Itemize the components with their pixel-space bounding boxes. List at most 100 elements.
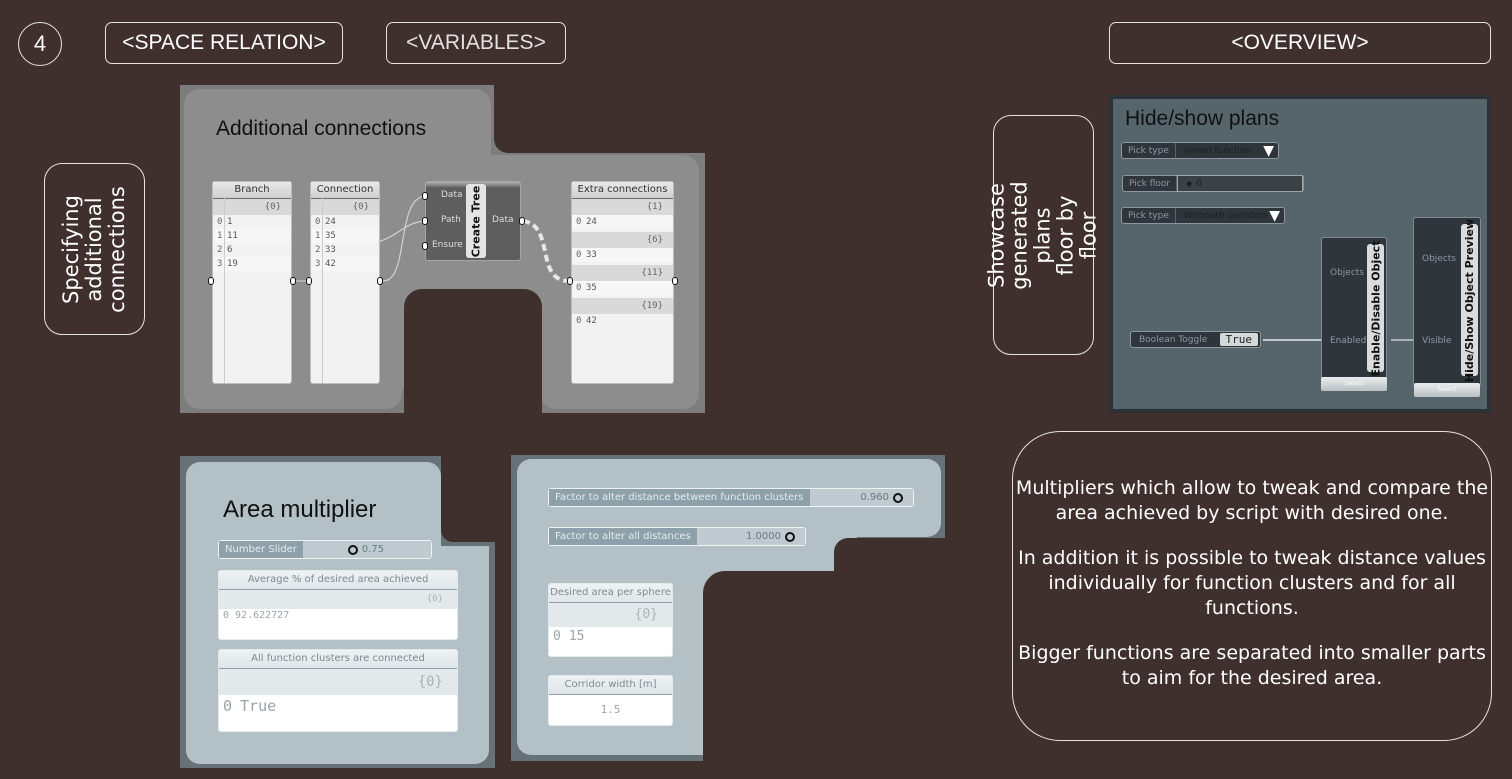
tab-overview[interactable]: <OVERVIEW> [1109, 22, 1491, 64]
dropdown-value: Joined function [1183, 145, 1252, 156]
input-visible-label: Visible [1422, 336, 1452, 346]
panel-header: All function clusters are connected [219, 650, 457, 669]
component-name-bar: Enable/Disable Object [1367, 240, 1384, 376]
input-enabled-label: Enabled [1330, 336, 1367, 346]
slider-knob[interactable] [347, 544, 358, 555]
dropdown-label: Pick type [1122, 208, 1176, 223]
group-title: Area multiplier [223, 496, 377, 523]
branch-path: {0} [219, 590, 457, 609]
slider-label: Pick floor [1123, 176, 1178, 191]
all-distances-slider[interactable]: Factor to alter all distances 1.0000 [548, 527, 806, 546]
number-slider[interactable]: Number Slider 0.75 [218, 540, 432, 559]
hide-show-preview-component[interactable]: Hide/Show Object Preview Objects Visible [1413, 217, 1481, 387]
group-title: Additional connections [216, 117, 427, 140]
pick-floor-slider[interactable]: Pick floor ◆0 [1122, 175, 1304, 192]
description-paragraph: Bigger functions are separated into smal… [1018, 642, 1486, 689]
input-objects-label: Objects [1422, 254, 1457, 264]
slider-track[interactable]: 0.75 [302, 541, 431, 558]
branch-path: {1} [572, 199, 673, 215]
panel-header: Extra connections [572, 182, 673, 199]
pick-type-dropdown-2[interactable]: Pick type Withouth corridors ▼ [1121, 207, 1285, 224]
branch-path: {6} [572, 232, 673, 248]
select-button[interactable]: Select [1321, 377, 1387, 391]
chevron-down-icon: ▼ [1263, 142, 1274, 159]
panel-value: 1.5 [600, 703, 621, 716]
dropdown-label: Pick type [1122, 143, 1176, 158]
panel-header: Corridor width [m] [549, 676, 672, 695]
output-grip[interactable] [377, 277, 383, 285]
description-box: Multipliers which allow to tweak and com… [1012, 431, 1492, 741]
corridor-width-panel[interactable]: Corridor width [m] 1.5 [548, 675, 673, 726]
slider-label: Number Slider [219, 541, 303, 558]
create-tree-component[interactable]: Create Tree Data Path Ensure Data [425, 181, 521, 261]
average-area-panel[interactable]: Average % of desired area achieved {0} 0… [218, 570, 458, 640]
area-multiplier-canvas: Area multiplier Number Slider 0.75 Avera… [180, 456, 495, 768]
hide-show-canvas: Hide/show plans Pick type Joined functio… [1109, 95, 1491, 413]
description-paragraph: Multipliers which allow to tweak and com… [1015, 477, 1489, 524]
dropdown-value: Withouth corridors [1183, 210, 1268, 221]
input-ensure-label: Ensure [432, 240, 463, 250]
side-label-plans: Showcase generated plans floor by floor [985, 115, 1101, 355]
divider [322, 198, 323, 383]
slider-track[interactable]: 0.960 [809, 489, 913, 506]
tab-variables[interactable]: <VARIABLES> [386, 22, 566, 64]
group-title: Hide/show plans [1125, 107, 1280, 130]
input-path-label: Path [441, 215, 461, 225]
output-data-label: Data [492, 215, 514, 225]
enable-disable-component[interactable]: Enable/Disable Object Objects Enabled [1321, 237, 1387, 383]
branch-path: {0} [311, 199, 379, 215]
cluster-distance-slider[interactable]: Factor to alter distance between functio… [548, 488, 914, 507]
branch-path: {0} [549, 603, 672, 627]
branch-path: {19} [572, 298, 673, 314]
output-grip[interactable] [290, 277, 296, 285]
clusters-connected-panel[interactable]: All function clusters are connected {0} … [218, 649, 458, 732]
slider-track[interactable]: 1.0000 [696, 528, 805, 545]
pick-type-dropdown-1[interactable]: Pick type Joined function ▼ [1121, 142, 1279, 159]
input-grip-data[interactable] [422, 192, 428, 200]
panel-header: Branch [213, 182, 291, 199]
slider-knob[interactable] [785, 531, 795, 542]
boolean-toggle[interactable]: Boolean Toggle True [1130, 331, 1261, 348]
wires [296, 195, 569, 283]
branch-path: {0} [213, 199, 291, 215]
toggle-value[interactable]: True [1219, 333, 1258, 346]
side-label-connections-text: Specifying additional connections [59, 185, 129, 313]
slider-label: Factor to alter all distances [549, 528, 697, 545]
component-name-bar: Create Tree [466, 184, 486, 258]
toggle-label: Boolean Toggle [1139, 334, 1208, 345]
output-grip-data[interactable] [519, 217, 525, 225]
output-grip[interactable] [672, 277, 678, 285]
slider-knob[interactable] [893, 492, 903, 503]
input-grip[interactable] [306, 277, 312, 285]
select-button[interactable]: Select [1414, 383, 1480, 397]
side-label-plans-text: Showcase generated plans floor by floor [985, 180, 1101, 290]
tab-space-relation[interactable]: <SPACE RELATION> [105, 22, 343, 64]
divider [224, 198, 225, 383]
input-grip[interactable] [208, 277, 214, 285]
input-grip-ensure[interactable] [422, 242, 428, 250]
input-grip[interactable] [567, 277, 573, 285]
slider-knob-icon: ◆ [1186, 179, 1193, 188]
input-objects-label: Objects [1330, 268, 1365, 278]
branch-path: {0} [219, 669, 457, 695]
input-data-label: Data [441, 190, 463, 200]
branch-path: {11} [572, 265, 673, 281]
input-grip-path[interactable] [422, 217, 428, 225]
